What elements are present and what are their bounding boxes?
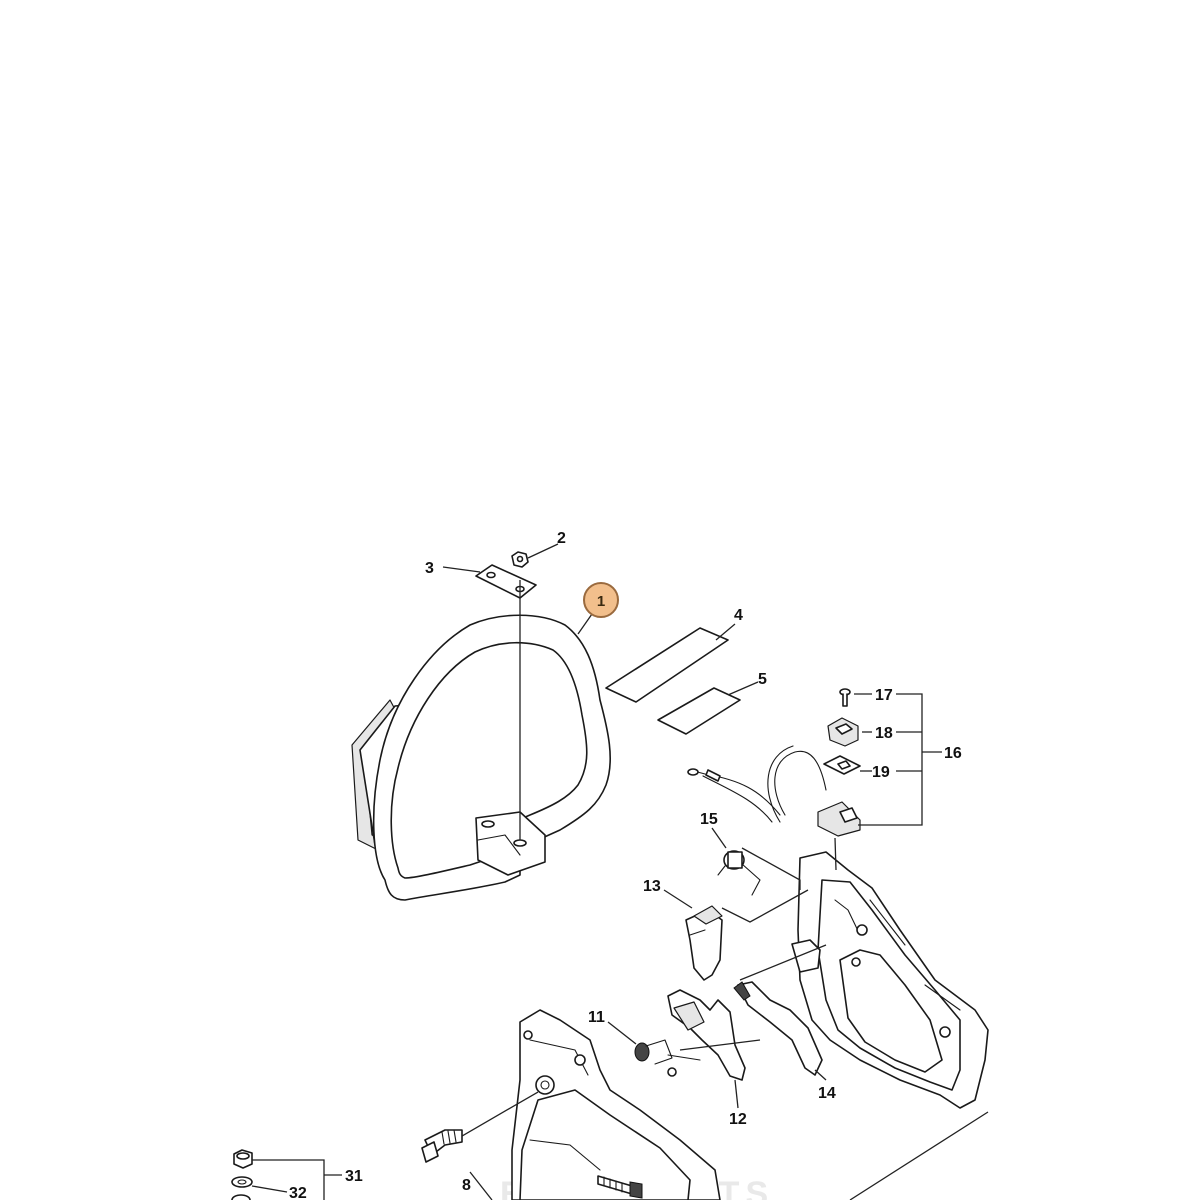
callout-3[interactable]: 3 — [425, 560, 434, 577]
throttle-trigger[interactable] — [733, 981, 823, 1076]
torsion-spring[interactable] — [717, 850, 761, 896]
label-sheet-5[interactable] — [657, 687, 741, 735]
callout-labels: 2 3 4 5 17 18 19 16 15 13 11 12 14 8 31 … — [289, 530, 962, 1200]
left-handle-housing[interactable] — [511, 1009, 721, 1200]
callout-8[interactable]: 8 — [462, 1177, 471, 1194]
callout-13[interactable]: 13 — [643, 878, 661, 895]
rear-handle-housing[interactable] — [791, 851, 989, 1109]
callout-5[interactable]: 5 — [758, 671, 767, 688]
switch-with-cable[interactable] — [687, 745, 861, 837]
label-sheet-4[interactable] — [605, 627, 729, 703]
callout-15[interactable]: 15 — [700, 811, 718, 828]
callout-18[interactable]: 18 — [875, 725, 893, 742]
highlight-circle — [583, 582, 619, 618]
callout-14[interactable]: 14 — [818, 1085, 836, 1102]
trigger-interlock-lever[interactable] — [667, 989, 746, 1081]
throttle-lockout-lever[interactable] — [685, 905, 723, 981]
callout-4[interactable]: 4 — [734, 607, 743, 624]
front-handle-bar[interactable] — [351, 614, 611, 901]
callout-11[interactable]: 11 — [588, 1009, 605, 1026]
screw-17[interactable] — [839, 688, 851, 707]
callout-17[interactable]: 17 — [875, 687, 893, 704]
callout-1-label: 1 — [597, 593, 605, 610]
callout-2[interactable]: 2 — [557, 530, 566, 547]
callout-31[interactable]: 31 — [345, 1168, 363, 1185]
callout-16[interactable]: 16 — [944, 745, 962, 762]
washer-32[interactable] — [231, 1176, 253, 1188]
compression-spring[interactable] — [634, 1039, 701, 1077]
callout-32[interactable]: 32 — [289, 1185, 307, 1200]
mounting-plate[interactable] — [475, 564, 537, 599]
callout-19[interactable]: 19 — [872, 764, 890, 781]
switch-cap-18[interactable] — [827, 717, 859, 747]
nut-31[interactable] — [233, 1149, 253, 1169]
housing-screw[interactable] — [597, 1175, 643, 1199]
hex-nut[interactable] — [511, 551, 529, 568]
washer-lower[interactable] — [231, 1194, 251, 1200]
callout-1-highlight[interactable]: 1 — [583, 582, 619, 618]
callout-12[interactable]: 12 — [729, 1111, 747, 1128]
stud-bolt[interactable] — [421, 1129, 463, 1163]
gasket-19[interactable] — [823, 755, 861, 775]
leader-lines — [251, 543, 989, 1200]
